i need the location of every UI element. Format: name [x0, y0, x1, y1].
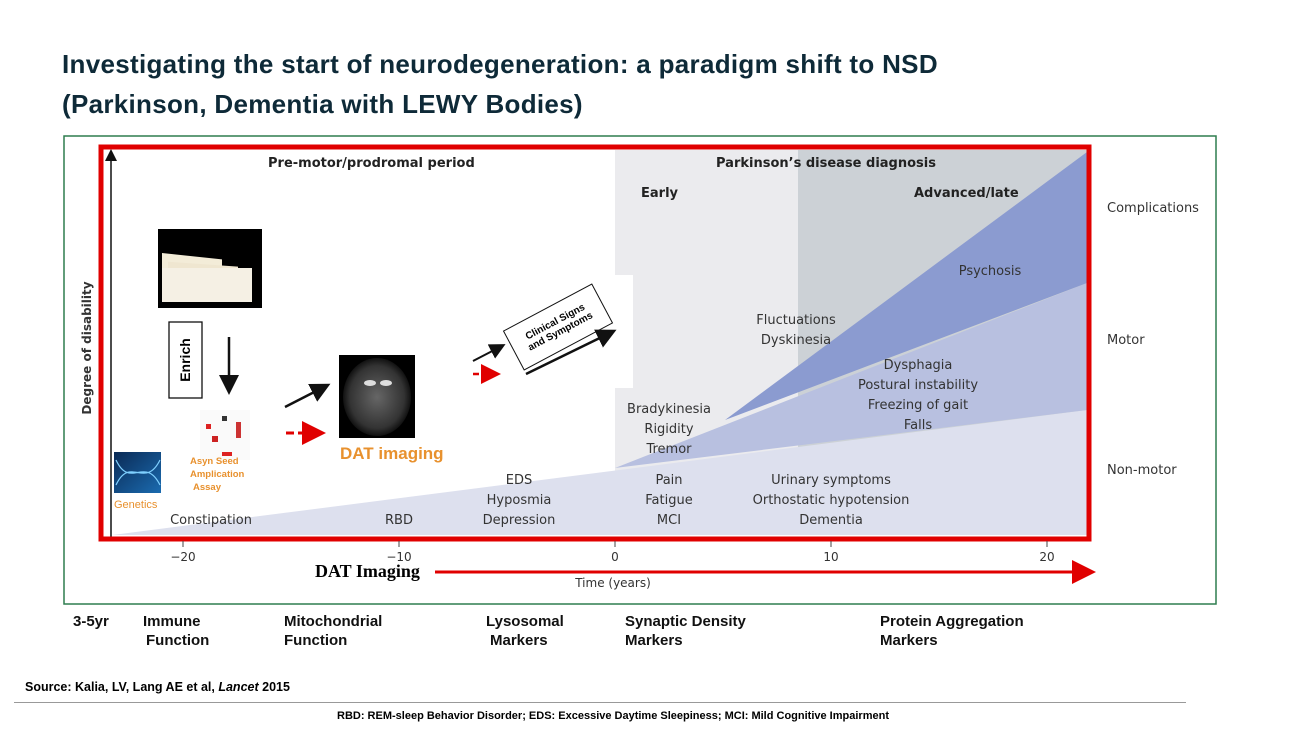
symptom-label: MCI [656, 513, 682, 528]
footer-divider [14, 702, 1186, 703]
ecg-records-image [158, 229, 262, 308]
arrow-to-clinical-black [472, 344, 506, 362]
phase-advanced: Advanced/late [914, 186, 1019, 201]
complications-area [725, 152, 1087, 420]
motor-area [615, 283, 1087, 468]
dna-image [114, 452, 161, 493]
dat-scan-image [339, 355, 415, 438]
x-axis-ticks [182, 541, 1048, 547]
category-motor: Motor [1107, 333, 1145, 348]
dat-imaging-timeline-label: DAT Imaging [315, 561, 420, 581]
x-tick-label: −20 [170, 550, 196, 564]
symptom-label: Falls [903, 418, 933, 433]
symptom-label: Urinary symptoms [771, 473, 891, 488]
symptom-label: Dyskinesia [760, 333, 832, 348]
x-tick-label: 10 [823, 550, 839, 564]
arrow-to-dat-black [284, 383, 331, 409]
slide-title: Investigating the start of neurodegenera… [62, 44, 938, 124]
enrich-box [168, 321, 203, 399]
marker-line: Function [284, 632, 348, 649]
marker-line: Markers [880, 632, 938, 649]
marker-line: Function [146, 632, 210, 649]
symptom-label: Constipation [170, 513, 252, 528]
symptom-label: EDS [505, 473, 533, 488]
symptom-label: Pain [655, 473, 683, 488]
x-tick-label: 20 [1039, 550, 1055, 564]
phase-diagnosis: Parkinson’s disease diagnosis [716, 156, 936, 171]
assay-image [200, 410, 250, 460]
phase-premotor: Pre-motor/prodromal period [268, 156, 475, 171]
asyn-line: Asyn Seed [190, 456, 239, 467]
phase-early: Early [641, 186, 678, 201]
symptom-label: Rigidity [644, 422, 694, 437]
symptom-label: Orthostatic hypotension [752, 493, 910, 508]
source-text: Source: Kalia, LV, Lang AE et al, [25, 680, 219, 694]
marker-line: Markers [490, 632, 548, 649]
symptom-label: Psychosis [958, 264, 1022, 279]
title-line-2: (Parkinson, Dementia with LEWY Bodies) [62, 89, 583, 119]
marker-timeframe: 3-5yr [73, 613, 109, 630]
symptom-label: Fluctuations [756, 313, 836, 328]
symptom-label: Depression [482, 513, 556, 528]
clinical-notch [600, 275, 633, 388]
asyn-line: Assay [193, 482, 221, 493]
symptom-label: RBD [385, 513, 413, 528]
marker-line: Mitochondrial [284, 613, 383, 630]
y-axis-label: Degree of disability [80, 281, 94, 415]
marker-line: Markers [625, 632, 683, 649]
marker-line: Protein Aggregation [880, 613, 1024, 630]
clinical-arrow [525, 329, 617, 376]
highlight-box [98, 144, 1092, 542]
symptom-label: Fatigue [645, 493, 693, 508]
symptom-label: Bradykinesia [627, 402, 711, 417]
outer-frame [63, 135, 1217, 605]
footnote: RBD: REM-sleep Behavior Disorder; EDS: E… [337, 710, 889, 722]
genetics-label: Genetics [114, 499, 158, 511]
symptom-label: Tremor [646, 442, 692, 457]
dat-imaging-label: DAT imaging [340, 444, 444, 463]
source-citation: Source: Kalia, LV, Lang AE et al, Lancet… [25, 680, 290, 694]
source-year: 2015 [258, 680, 290, 694]
marker-line: Immune [143, 613, 201, 630]
symptom-label: Dementia [799, 513, 863, 528]
title-line-1: Investigating the start of neurodegenera… [62, 49, 938, 79]
category-complications: Complications [1107, 201, 1199, 216]
symptom-label: Freezing of gait [867, 398, 969, 413]
x-axis-label: Time (years) [575, 576, 651, 590]
x-tick-label: −10 [386, 550, 412, 564]
symptom-label: Postural instability [857, 378, 979, 393]
non-motor-area [112, 410, 1087, 535]
source-journal: Lancet [218, 680, 259, 694]
symptom-label: Hyposmia [486, 493, 552, 508]
marker-line: Lysosomal [486, 613, 564, 630]
x-tick-label: 0 [611, 550, 619, 564]
clinical-box [502, 283, 614, 371]
category-non-motor: Non-motor [1107, 463, 1177, 478]
marker-line: Synaptic Density [625, 613, 746, 630]
asyn-line: Amplication [190, 469, 245, 480]
symptom-label: Dysphagia [883, 358, 953, 373]
enrich-label: Enrich [177, 338, 193, 382]
